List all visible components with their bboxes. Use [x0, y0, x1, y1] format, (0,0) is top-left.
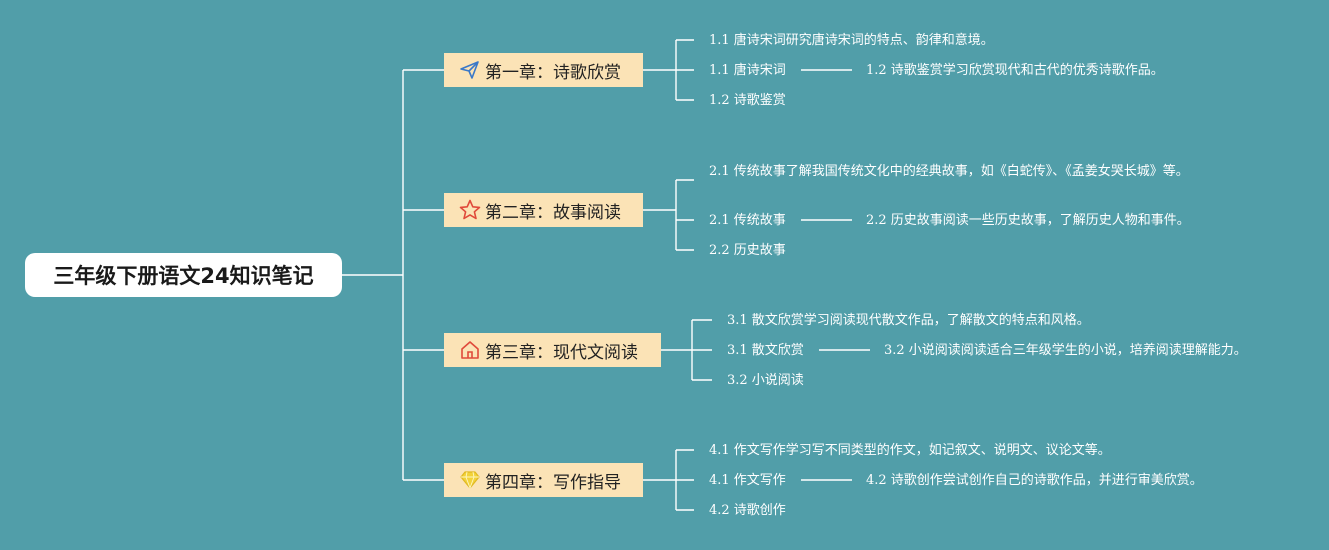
- chapter-1-item-4[interactable]: 1.2 诗歌鉴赏: [709, 93, 786, 108]
- chapter-4-node[interactable]: 第四章：写作指导: [444, 463, 643, 497]
- chapter-2-item-3[interactable]: 2.2 历史故事阅读一些历史故事，了解历史人物和事件。: [866, 213, 1190, 228]
- chapter-4-item-2[interactable]: 4.1 作文写作: [709, 473, 786, 488]
- star-icon: [458, 198, 482, 222]
- chapter-3-node[interactable]: 第三章：现代文阅读: [444, 333, 661, 367]
- diamond-icon: [458, 468, 482, 492]
- chapter-3-item-4[interactable]: 3.2 小说阅读: [727, 373, 804, 388]
- chapter-4-item-3[interactable]: 4.2 诗歌创作尝试创作自己的诗歌作品，并进行审美欣赏。: [866, 473, 1203, 488]
- chapter-3-item-3[interactable]: 3.2 小说阅读阅读适合三年级学生的小说，培养阅读理解能力。: [884, 343, 1247, 358]
- chapter-4-item-1[interactable]: 4.1 作文写作学习写不同类型的作文，如记叙文、说明文、议论文等。: [709, 443, 1111, 458]
- chapter-1-item-1[interactable]: 1.1 唐诗宋词研究唐诗宋词的特点、韵律和意境。: [709, 33, 994, 48]
- chapter-1-item-3[interactable]: 1.2 诗歌鉴赏学习欣赏现代和古代的优秀诗歌作品。: [866, 63, 1164, 78]
- paper-plane-icon: [458, 58, 482, 82]
- chapter-3-item-2[interactable]: 3.1 散文欣赏: [727, 343, 804, 358]
- chapter-2-item-1[interactable]: 2.1 传统故事了解我国传统文化中的经典故事，如《白蛇传》、《孟姜女哭长城》等。: [709, 164, 1189, 179]
- chapter-2-node[interactable]: 第二章：故事阅读: [444, 193, 643, 227]
- chapter-1-node[interactable]: 第一章：诗歌欣赏: [444, 53, 643, 87]
- chapter-3-title: 第三章：现代文阅读: [485, 342, 638, 363]
- chapter-1-title: 第一章：诗歌欣赏: [485, 62, 621, 83]
- chapter-1-item-2[interactable]: 1.1 唐诗宋词: [709, 63, 786, 78]
- chapter-4-item-4[interactable]: 4.2 诗歌创作: [709, 503, 786, 518]
- chapter-2-title: 第二章：故事阅读: [485, 202, 621, 223]
- chapter-3-item-1[interactable]: 3.1 散文欣赏学习阅读现代散文作品，了解散文的特点和风格。: [727, 313, 1090, 328]
- chapter-2-item-4[interactable]: 2.2 历史故事: [709, 243, 786, 258]
- chapter-4-title: 第四章：写作指导: [485, 472, 621, 493]
- root-title[interactable]: 三年级下册语文24知识笔记: [25, 253, 342, 297]
- home-icon: [458, 338, 482, 362]
- chapter-2-item-2[interactable]: 2.1 传统故事: [709, 213, 786, 228]
